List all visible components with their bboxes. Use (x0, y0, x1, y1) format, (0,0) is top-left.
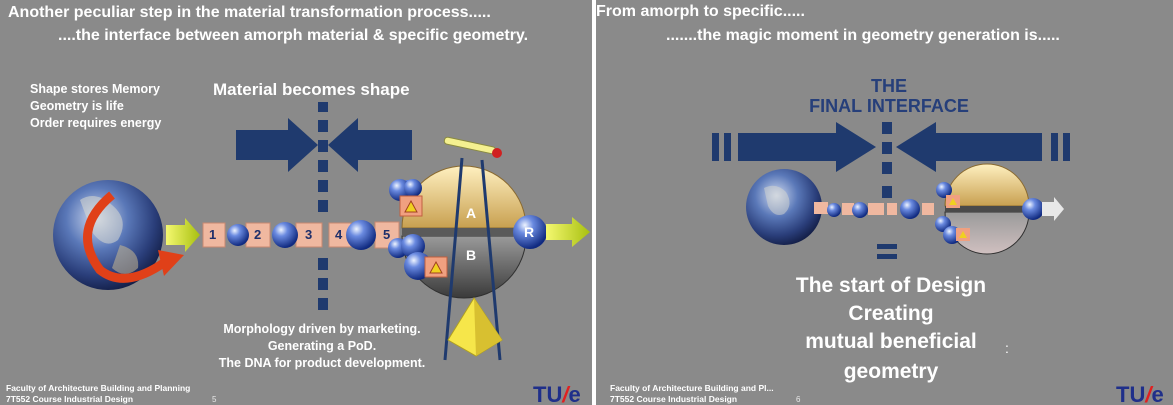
step-label-2: 2 (254, 227, 262, 242)
big-line-2: Creating (848, 302, 934, 325)
left-arrow-right (236, 118, 318, 172)
slide-left: Another peculiar step in the material tr… (0, 0, 592, 405)
divider-dashed-line (318, 102, 328, 310)
big-line-1: The start of Design (795, 274, 987, 297)
final-left-arrow (738, 122, 876, 172)
left-title-line1: Another peculiar step in the material tr… (8, 4, 491, 21)
interface-line2: FINAL INTERFACE (809, 96, 969, 116)
tue-logo: TU/e (533, 382, 581, 405)
interface-line1: THE (871, 76, 907, 96)
central-sphere (399, 165, 527, 299)
footer-faculty: Faculty of Architecture Building and Pla… (6, 383, 191, 393)
step-label-3: 3 (305, 227, 313, 242)
footer-course-right: 7T552 Course Industrial Design (610, 394, 738, 404)
big-line-4: geometry (843, 360, 939, 383)
right-title-line2: .......the magic moment in geometry gene… (666, 27, 1060, 44)
slide-right: From amorph to specific..... .......the … (596, 0, 1173, 405)
page-number: 5 (212, 395, 217, 404)
final-right-arrow (896, 122, 1042, 172)
curved-red-arrow (83, 191, 168, 283)
right-arrow-left (328, 118, 412, 172)
tue-logo-right: TU/e (1116, 382, 1164, 405)
colon-mark: : (1005, 340, 1009, 356)
big-line-3: mutual beneficial (805, 330, 977, 353)
bottom-line-2: Generating a PoD. (267, 339, 377, 353)
footer-faculty-right: Faculty of Architecture Building and Pl.… (610, 383, 774, 393)
bottom-line-3: The DNA for product development. (218, 356, 426, 370)
footer-course: 7T552 Course Industrial Design (6, 394, 134, 404)
bullet-3: Order requires energy (30, 116, 162, 130)
thermometer-icon (443, 136, 502, 158)
result-label: R (524, 224, 535, 240)
transformation-diagram (53, 102, 590, 361)
sphere-label-b: B (466, 247, 477, 263)
bottom-line-1: Morphology driven by marketing. (223, 322, 421, 336)
page-number-right: 6 (796, 395, 801, 404)
step-label-5: 5 (383, 227, 391, 242)
step-label-1: 1 (209, 227, 217, 242)
sphere-label-a: A (466, 205, 477, 221)
material-becomes-shape: Material becomes shape (213, 80, 410, 99)
bullet-1: Shape stores Memory (30, 82, 160, 96)
output-arrow (546, 217, 590, 247)
bullet-2: Geometry is life (30, 99, 124, 113)
step-label-4: 4 (335, 227, 343, 242)
final-interface-diagram (712, 122, 1070, 259)
input-arrow (166, 218, 200, 252)
left-title-line2: ....the interface between amorph materia… (58, 27, 529, 44)
right-title-line1: From amorph to specific..... (596, 3, 805, 20)
